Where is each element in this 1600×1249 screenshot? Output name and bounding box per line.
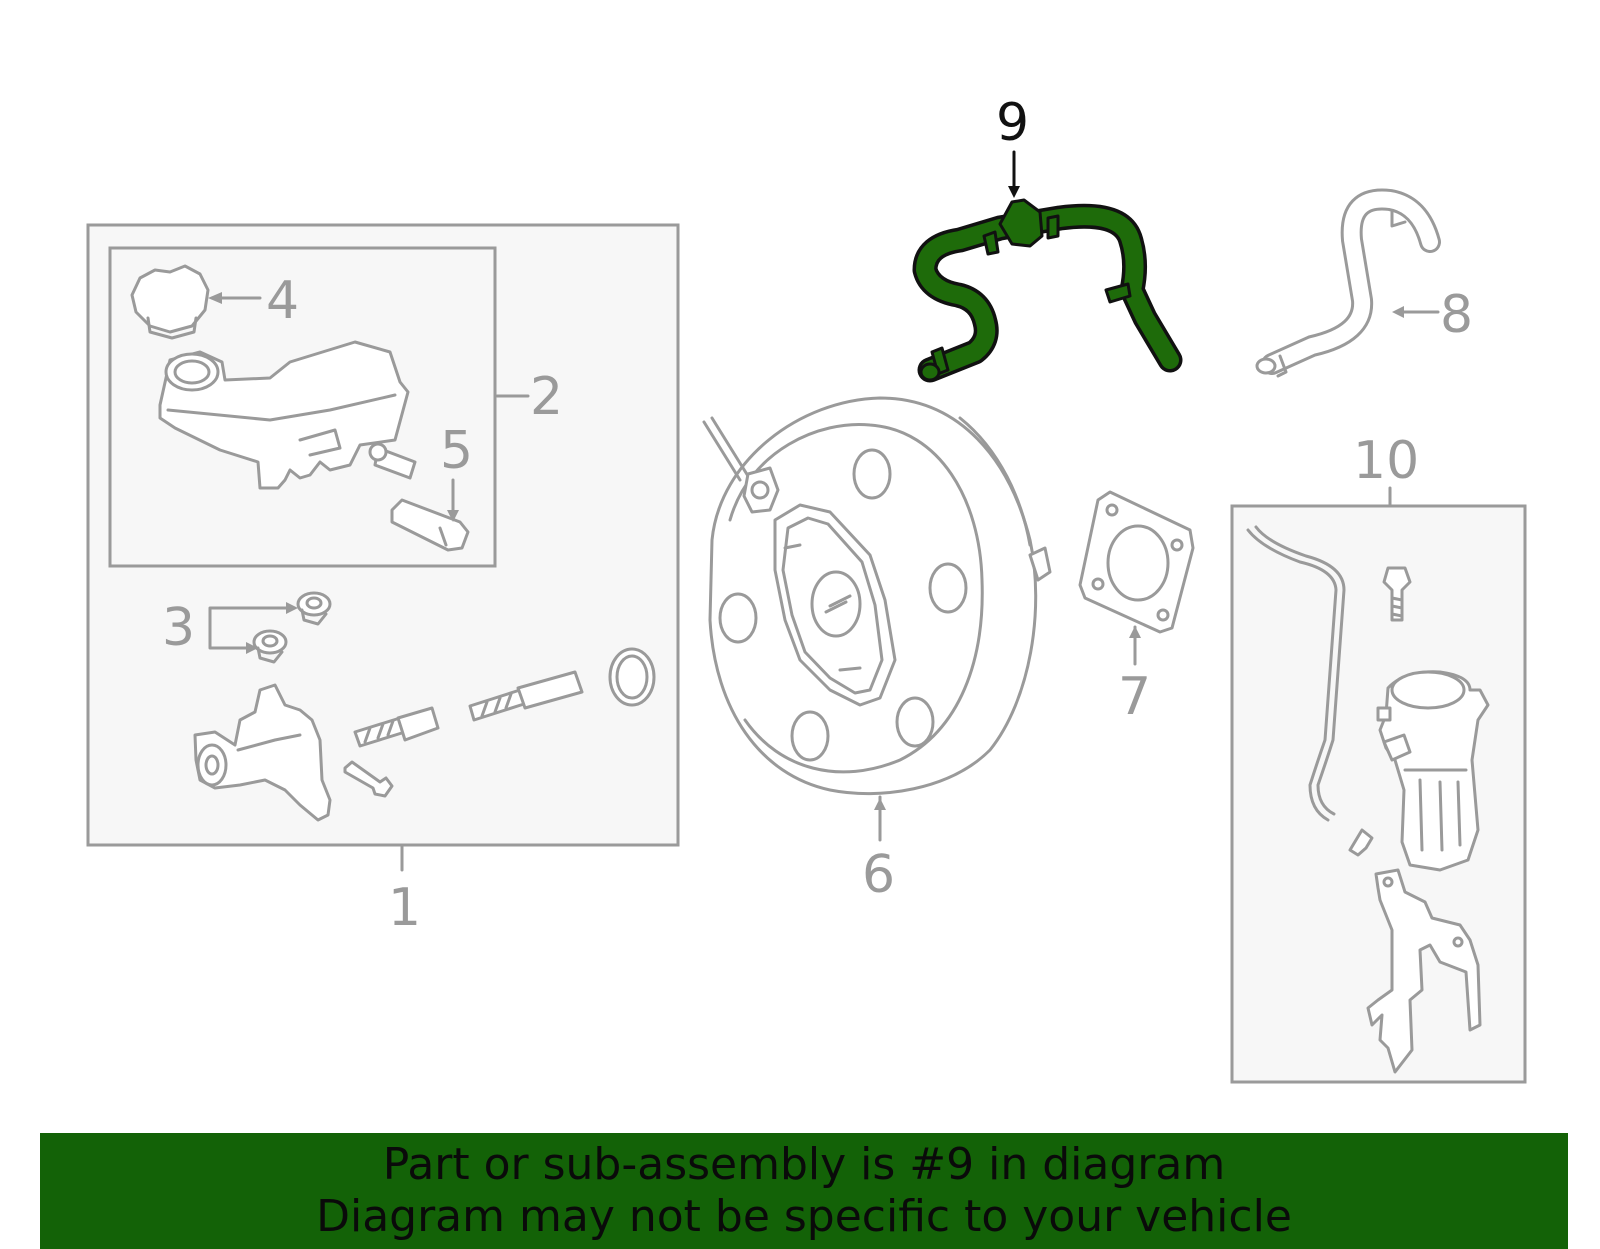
level-sensor-part (390, 498, 470, 552)
callout-6: 6 (862, 845, 895, 905)
vacuum-hose-part-9 (912, 198, 1183, 383)
brake-booster-part (702, 396, 1052, 796)
callout-4: 4 (266, 271, 299, 331)
banner-line-2: Diagram may not be specific to your vehi… (316, 1191, 1292, 1242)
reservoir-cap-part (130, 264, 210, 340)
callout-9: 9 (996, 93, 1029, 153)
callout-7: 7 (1118, 667, 1151, 727)
callout-10: 10 (1353, 431, 1419, 491)
callout-1: 1 (388, 878, 421, 938)
banner-line-1: Part or sub-assembly is #9 in diagram (382, 1139, 1226, 1190)
info-banner: Part or sub-assembly is #9 in diagram Di… (40, 1133, 1568, 1249)
reservoir-part (158, 340, 417, 490)
group-box-10 (1230, 504, 1527, 1084)
hose-part-8 (1255, 188, 1441, 378)
callout-2: 2 (530, 367, 563, 427)
callout-8: 8 (1440, 285, 1473, 345)
master-cylinder-part (193, 647, 656, 822)
callout-5: 5 (440, 421, 473, 481)
grommets-part (252, 591, 332, 664)
vacuum-pump-assembly-part (1246, 525, 1490, 1074)
leader-lines (208, 150, 1440, 872)
gasket-part (1078, 490, 1195, 634)
callout-3: 3 (162, 598, 195, 658)
